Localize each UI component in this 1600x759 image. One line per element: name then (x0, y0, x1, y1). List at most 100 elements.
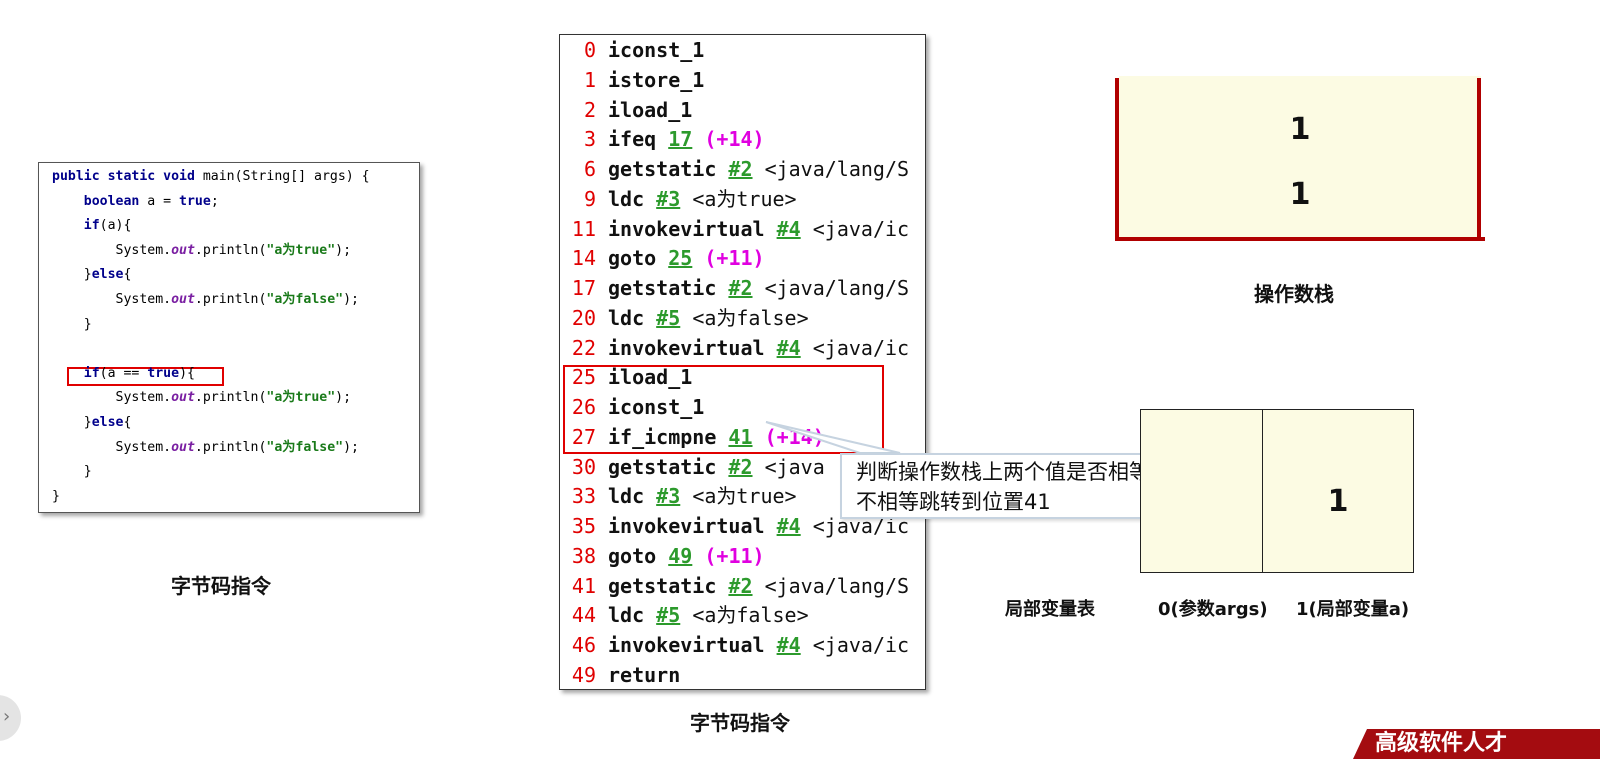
code-line: } (52, 485, 60, 509)
bytecode-ref: #3 (656, 484, 681, 509)
code-token: .println( (194, 242, 267, 258)
stack-body (1119, 76, 1481, 239)
stack-left-wall (1115, 78, 1119, 241)
bytecode-opcode: ldc (608, 186, 645, 211)
bytecode-comment: <java (764, 454, 825, 479)
bytecode-index: 0 (583, 38, 596, 62)
bytecode-opcode: return (608, 662, 681, 687)
bytecode-offset: (+11) (704, 543, 765, 568)
bytecode-ref: 25 (668, 246, 693, 271)
code-line: if(a == true){ (52, 362, 195, 386)
bytecode-opcode: getstatic (608, 276, 717, 300)
code-token: public static void (52, 169, 203, 184)
bytecode-index: 38 (571, 543, 596, 568)
code-token: ); (335, 390, 352, 406)
bytecode-index: 6 (583, 157, 596, 181)
code-token: .println( (194, 439, 267, 455)
code-line: boolean a = true; (52, 190, 219, 214)
code-line: public static void main(String[] args) { (52, 165, 370, 189)
stack-value-bottom: 1 (1289, 177, 1311, 212)
callout-line-2: 不相等跳转到位置41 (856, 490, 1051, 514)
bytecode-row: 26 iconst_1 (560, 393, 704, 423)
bytecode-opcode: iload_1 (608, 97, 693, 122)
code-token: true (147, 365, 180, 381)
bytecode-ref: #4 (776, 335, 801, 360)
bytecode-row: 1 istore_1 (560, 66, 704, 96)
bytecode-comment: <a为true> (692, 484, 797, 509)
bytecode-index: 27 (571, 424, 596, 449)
code-line: System.out.println("a为false"); (52, 436, 359, 460)
slot-label-1: 1(局部变量a) (1296, 599, 1410, 620)
code-token: out (171, 292, 195, 307)
bytecode-opcode: iconst_1 (608, 38, 705, 62)
bytecode-index: 44 (571, 603, 596, 628)
bytecode-opcode: iconst_1 (608, 395, 705, 419)
bytecode-comment: <a为true> (692, 186, 797, 211)
bytecode-opcode: iload_1 (608, 365, 693, 390)
bytecode-opcode: ldc (608, 484, 645, 509)
code-line: System.out.println("a为true"); (52, 239, 352, 263)
bytecode-opcode: getstatic (608, 573, 717, 598)
code-token: (a == (99, 365, 148, 381)
bytecode-opcode: istore_1 (608, 67, 705, 92)
code-token: System. (52, 242, 172, 258)
callout-line-1: 判断操作数栈上两个值是否相等 (856, 460, 1150, 484)
bytecode-ref: #5 (656, 305, 681, 330)
bytecode-opcode: ifeq (608, 127, 657, 152)
code-token: ); (343, 292, 359, 307)
bytecode-row: 25 iload_1 (560, 363, 692, 393)
code-token: { (123, 415, 132, 430)
bytecode-row: 49 return (560, 661, 681, 689)
code-token: } (52, 464, 92, 480)
bytecode-index: 17 (571, 276, 596, 300)
bytecode-index: 14 (571, 246, 596, 271)
bytecode-comment: <java/ic (812, 633, 910, 657)
chevron-right-icon: › (3, 706, 11, 727)
bytecode-index: 20 (571, 305, 596, 330)
stack-bottom (1115, 237, 1485, 241)
bytecode-ref: #5 (656, 603, 681, 628)
bytecode-ref: #3 (656, 186, 681, 211)
bytecode-ref: 17 (668, 127, 693, 152)
bytecode-opcode: invokevirtual (608, 216, 765, 241)
bytecode-index: 2 (583, 97, 596, 122)
bytecode-index: 25 (571, 365, 596, 390)
bytecode-index: 26 (571, 395, 596, 419)
bytecode-ref: #4 (776, 633, 801, 657)
bytecode-index: 3 (583, 127, 596, 152)
bytecode-opcode: invokevirtual (608, 335, 765, 360)
bytecode-index: 49 (571, 662, 596, 687)
bytecode-ref: #2 (728, 157, 753, 181)
bytecode-ref: 41 (728, 424, 753, 449)
prev-slide-button[interactable]: › (0, 695, 21, 741)
stack-right-wall (1477, 78, 1481, 241)
code-token: if (83, 218, 100, 234)
code-token: ; (210, 193, 219, 209)
code-token: "a为false" (266, 439, 344, 455)
bytecode-ref: #2 (728, 573, 753, 598)
slot-label-0: 0(参数args) (1158, 599, 1268, 620)
code-token: out (171, 242, 195, 258)
bytecode-index: 35 (571, 514, 596, 538)
code-token: true (179, 193, 211, 209)
bytecode-ref: #2 (728, 276, 753, 300)
java-source-card: public static void main(String[] args) {… (38, 162, 420, 513)
bytecode-index: 1 (583, 67, 596, 92)
local-var-slot-0 (1140, 409, 1264, 573)
highlight-if-condition (67, 367, 224, 386)
code-token: out (171, 439, 195, 455)
bytecode-index: 46 (571, 633, 596, 657)
bytecode-index: 41 (571, 573, 596, 598)
code-token: { (123, 267, 132, 283)
code-token: .println( (194, 292, 267, 307)
code-line: }else{ (52, 411, 132, 435)
